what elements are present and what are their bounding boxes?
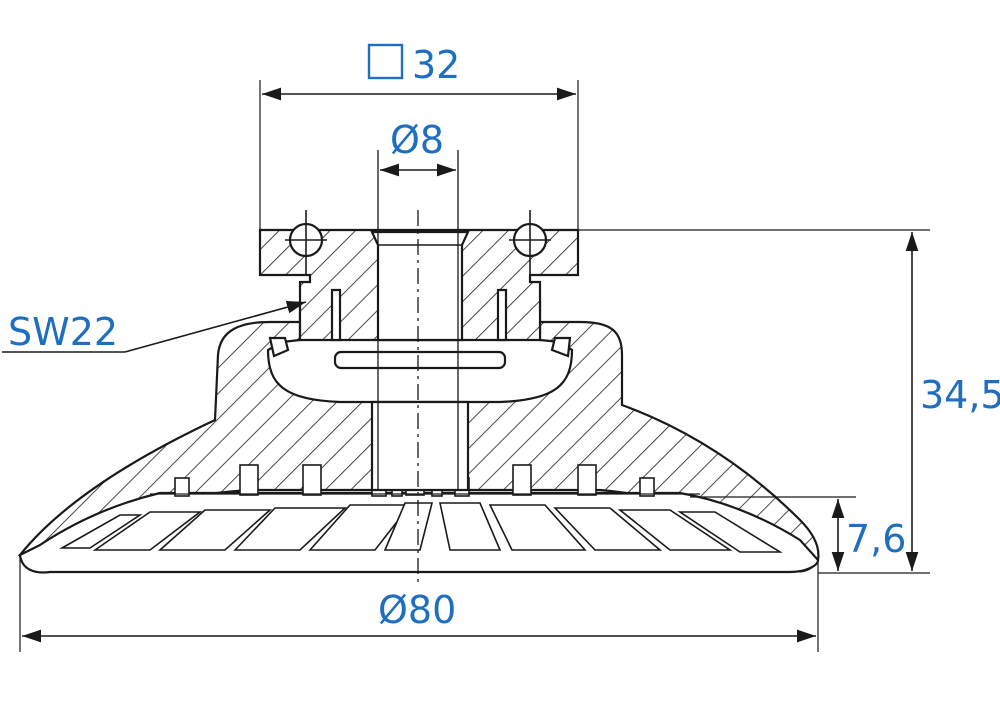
lower-bore: [370, 400, 470, 492]
central-bore: [370, 230, 470, 342]
clamp-notch-left: [268, 336, 290, 358]
dimension-diameter-80: Ø80: [19, 556, 819, 652]
bore-diameter-label: Ø8: [390, 118, 444, 162]
total-height-label: 34,5: [920, 373, 1000, 417]
lip-height-label: 7,6: [846, 517, 906, 561]
support-grid-ribs: [58, 502, 783, 553]
square-outline-icon: [367, 43, 404, 80]
square-width-label: 32: [412, 43, 460, 87]
clamp-notch-right: [550, 336, 572, 358]
dimension-height-7-6: 7,6: [690, 496, 906, 571]
dimension-square-32: 32: [259, 43, 579, 230]
pad-diameter-label: Ø80: [378, 588, 456, 632]
dimension-height-34-5: 34,5: [578, 229, 1000, 574]
dimension-bore-8: Ø8: [380, 118, 456, 177]
hex-groove-left: [330, 288, 342, 342]
dimension-sw22: SW22: [2, 300, 307, 354]
oring-band: [333, 350, 507, 370]
suction-pad-section: [17, 150, 820, 585]
hex-groove-right: [496, 288, 508, 342]
wrench-size-label: SW22: [8, 310, 118, 354]
